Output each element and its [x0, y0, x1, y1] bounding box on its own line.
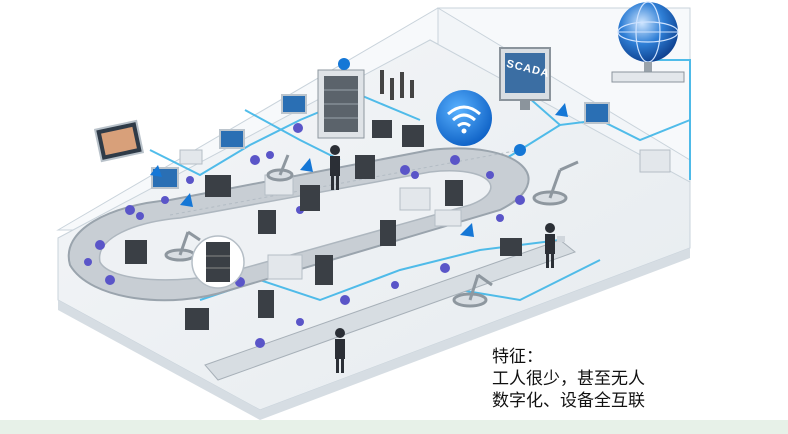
- workstations: [179, 149, 671, 280]
- caption-title: 特征：: [492, 347, 543, 367]
- worker-icon: [330, 145, 565, 373]
- caption-line-digital: 数字化、设备全互联: [492, 391, 645, 411]
- globe-icon: [611, 1, 685, 83]
- robot-arm-icon: [164, 154, 579, 308]
- cabinet-highlight: [191, 235, 245, 289]
- wifi-icon: [436, 90, 492, 146]
- machines: [125, 120, 522, 330]
- feature-caption: 特征： 工人很少，甚至无人 数字化、设备全互联: [492, 346, 645, 412]
- server-rack-icon: [317, 69, 414, 139]
- mobile-robots: [84, 121, 525, 348]
- wireless-signals: [150, 58, 568, 237]
- caption-line-workers: 工人很少，甚至无人: [492, 369, 645, 389]
- bottom-strip: [0, 420, 788, 434]
- monitors: [93, 94, 610, 189]
- scada-monitor-icon: [499, 47, 551, 110]
